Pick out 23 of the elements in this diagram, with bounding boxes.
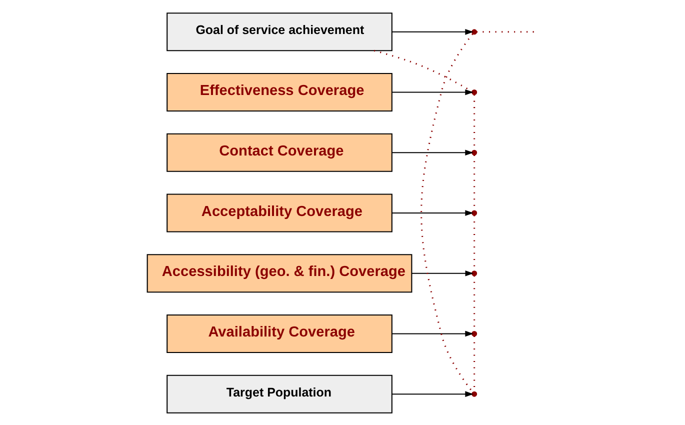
node-point [472, 390, 478, 396]
node-point [472, 89, 478, 95]
node-point [472, 210, 478, 216]
node-box: Target Population [166, 374, 392, 413]
arrow [392, 390, 474, 397]
arrow [392, 330, 474, 336]
node-point [472, 28, 478, 34]
node-box: Contact Coverage [166, 132, 392, 172]
node-box: Acceptability Coverage [166, 193, 392, 232]
node-point [472, 270, 478, 276]
arrow [392, 88, 474, 95]
connector [420, 32, 474, 392]
node-box: Goal of service achievement [166, 12, 392, 51]
arrow [392, 28, 474, 34]
connector [476, 30, 537, 32]
node-point [472, 149, 478, 155]
node-point [472, 330, 478, 336]
arrow [392, 210, 474, 216]
node-box: Availability Coverage [166, 314, 392, 352]
arrow [412, 270, 474, 276]
node-box: Effectiveness Coverage [166, 72, 392, 112]
node-box: Accessibility (geo. & fin.) Coverage [146, 254, 412, 292]
arrow [392, 149, 474, 156]
